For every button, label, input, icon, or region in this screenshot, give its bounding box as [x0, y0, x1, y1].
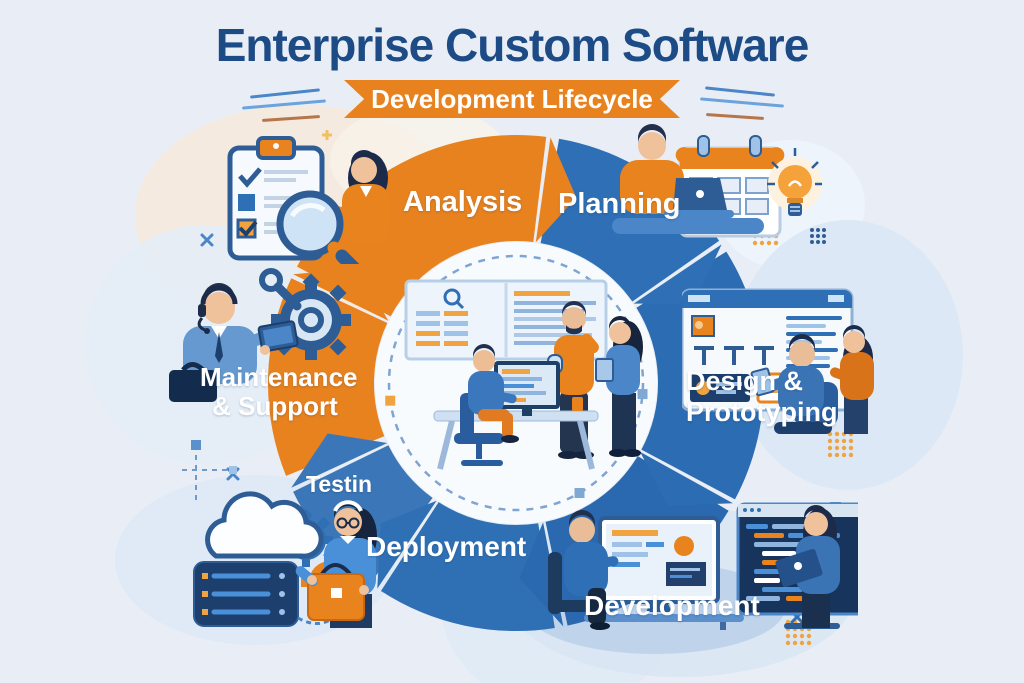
ring-arrowhead-deployment: [377, 500, 437, 589]
ring-arrowhead-testing: [291, 433, 388, 488]
ring-node-square: [574, 487, 585, 498]
ring-arrowhead-design: [640, 451, 733, 506]
headset-icon: [197, 285, 238, 334]
ring-node-square: [637, 389, 648, 400]
lightbulb-icon: [767, 148, 822, 216]
stage-design-text-line1: Design &: [686, 366, 804, 396]
connector-line: [297, 616, 331, 625]
deployment-illustration: [193, 491, 377, 628]
tablet-icon: [257, 320, 299, 353]
subtitle-ribbon: Development Lifecycle: [344, 80, 680, 118]
stage-label-development: Development: [584, 590, 760, 622]
sitting-person-figure: [454, 344, 519, 466]
subtitle-text: Development Lifecycle: [371, 83, 653, 114]
stage-label-maintenance-support: Maintenance & Support: [200, 362, 358, 421]
laptop-icon: [664, 178, 734, 218]
stage-planning-text: Planning: [558, 188, 681, 220]
page-title: Enterprise Custom Software: [215, 19, 810, 71]
maintenance-illustration: [169, 268, 351, 402]
clipboard-checklist-icon: [227, 136, 325, 261]
ring-arrowhead-analysis: [535, 137, 577, 243]
developer-woman-figure: [775, 505, 840, 628]
desk: [612, 218, 764, 234]
development-illustration: [548, 502, 858, 630]
dashboard-monitor-icon: [584, 516, 744, 630]
planning-illustration: [612, 124, 822, 238]
designer-woman-figure: [829, 325, 874, 434]
release-woman-figure: [295, 500, 377, 628]
stage-label-testing: Testin: [306, 471, 372, 498]
desktop-monitor-icon: [494, 361, 560, 416]
cloud-icon: [205, 491, 324, 559]
whiteboard-icon: [404, 279, 608, 361]
briefcase-icon: [169, 362, 217, 402]
server-stack-icon: [193, 561, 299, 627]
package-box-icon: [307, 563, 365, 621]
designer-man-figure: [750, 334, 838, 434]
stage-development-text: Development: [584, 590, 760, 621]
stage-maintenance-text-line2: & Support: [212, 391, 338, 421]
magnifying-glass-icon: [276, 190, 360, 264]
ring-segment-analysis: [297, 135, 547, 318]
ring-node-square: [385, 395, 396, 406]
design-illustration: [682, 288, 874, 434]
stage-deployment-text: Deployment: [366, 531, 527, 562]
stage-label-planning: Planning: [558, 188, 680, 221]
stage-analysis-text: Analysis: [403, 186, 523, 218]
stage-label-design-prototyping: Design & Prototyping: [686, 366, 837, 428]
stage-design-text-line2: Prototyping: [686, 397, 838, 427]
analysis-illustration: [227, 136, 390, 264]
stage-label-deployment: Deployment: [366, 531, 526, 563]
wrench-icon: [259, 268, 302, 311]
developer-man-figure: [548, 510, 619, 630]
stage-testing-text: Testin: [306, 471, 373, 497]
coffee-cup-icon: [572, 397, 583, 411]
center-team-illustration: [404, 279, 643, 470]
wireframe-window-icon: [682, 288, 854, 412]
standing-woman-figure: [595, 316, 643, 457]
stage-label-analysis: Analysis: [403, 186, 522, 219]
stage-maintenance-text-line1: Maintenance: [200, 362, 358, 392]
